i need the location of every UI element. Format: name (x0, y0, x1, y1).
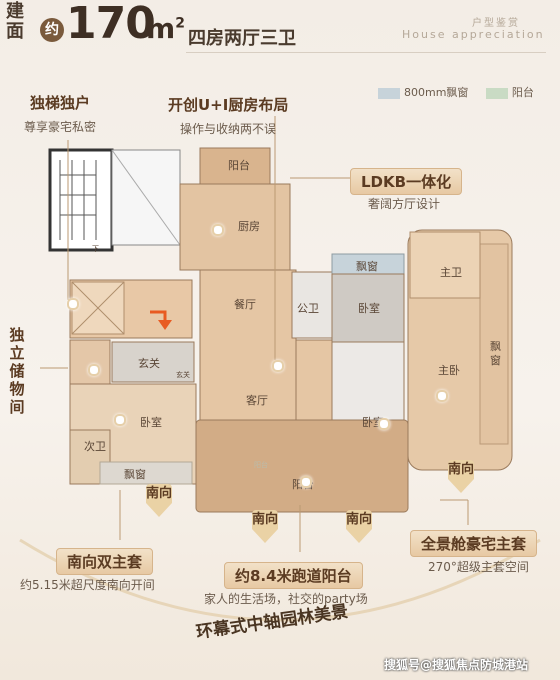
callout-private-elevator-title: 独梯独户 (30, 94, 91, 112)
room-dining: 餐厅 (234, 298, 256, 311)
callout-south-suite-sub: 约5.15米超尺度南向开间 (20, 578, 155, 592)
room-stair-down: 下 (92, 245, 99, 253)
callout-south-suite-title: 南向双主套 (56, 548, 154, 575)
callout-master-suite-title: 全景舱豪宅主套 (410, 530, 538, 557)
marker-dot (212, 224, 224, 236)
legend-label-balcony: 阳台 (511, 86, 534, 99)
room-bedroom-mid: 卧室 (358, 302, 380, 315)
legend-swatch-bay-window (378, 87, 400, 99)
room-balcony-top: 阳台 (228, 159, 250, 172)
room-public-bath: 公卫 (297, 302, 319, 315)
callout-kitchen-title: 开创U+I厨房布局 (168, 96, 289, 114)
header-area-unit: m2 (146, 12, 185, 45)
legend: 800mm飘窗 阳台 (378, 84, 534, 100)
legend-swatch-balcony (485, 87, 508, 99)
room-bay-window-right: 飘窗 (490, 340, 501, 367)
marker-dot (67, 298, 79, 310)
callout-kitchen-sub: 操作与收纳两不误 (180, 122, 277, 136)
header-area-number: 170 (66, 0, 156, 49)
room-kitchen: 厨房 (238, 220, 260, 233)
header-layout-type: 四房两厅三卫 (188, 28, 296, 49)
marker-dot (378, 418, 390, 430)
stairwell (48, 148, 114, 252)
room-master-bedroom: 主卧 (438, 364, 460, 377)
room-living: 客厅 (246, 394, 268, 407)
callout-ldkb-title: LDKB一体化 (350, 168, 463, 195)
header-sub-cn: 户型鉴赏 (472, 18, 520, 29)
watermark: 搜狐号@搜狐焦点防城港站 (384, 658, 529, 672)
room-bay-window-left: 飘窗 (124, 468, 146, 481)
header-divider (186, 52, 546, 53)
room-bay-window-top: 飘窗 (356, 260, 378, 273)
header-sub-en: House appreciation (402, 28, 545, 41)
south-arrow: 南向 (346, 510, 372, 543)
callout-storage-title: 独立储物间 (9, 326, 25, 416)
legend-label-bay-window: 800mm飘窗 (404, 86, 469, 99)
room-bedroom-left: 卧室 (140, 416, 162, 429)
room-foyer: 玄关 (138, 357, 160, 370)
header-approx-badge: 约 (40, 18, 64, 42)
room-small-balcony-mark: 阳台 (254, 461, 268, 469)
room-master-bath: 主卫 (440, 266, 462, 279)
room-second-bath: 次卫 (84, 440, 106, 453)
callout-balcony-sub: 家人的生活场，社交的party场 (204, 592, 368, 606)
south-arrow: 南向 (448, 460, 474, 493)
room-foyer-small: 玄关 (176, 371, 190, 379)
callout-private-elevator-sub: 尊享豪宅私密 (24, 120, 97, 134)
callout-balcony-title: 约8.4米跑道阳台 (224, 562, 363, 589)
marker-dot (88, 364, 100, 376)
south-arrow: 南向 (146, 484, 172, 517)
south-arrow: 南向 (252, 510, 278, 543)
callout-master-suite-sub: 270°超级主套空间 (428, 560, 529, 574)
marker-dot (300, 476, 312, 488)
marker-dot (272, 360, 284, 372)
marker-dot (436, 390, 448, 402)
header-jian-mian: 建面 (6, 1, 24, 42)
callout-ldkb-sub: 奢阔方厅设计 (368, 197, 441, 211)
marker-dot (114, 414, 126, 426)
